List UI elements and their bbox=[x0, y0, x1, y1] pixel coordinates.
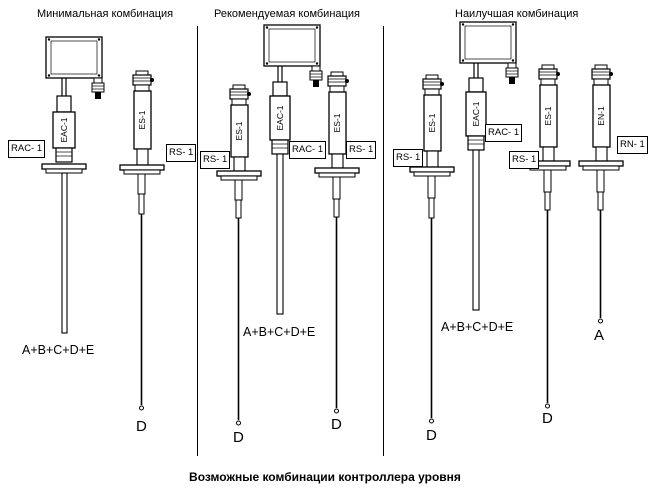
divider-right bbox=[383, 26, 384, 456]
tag-rac-rec: RAC- 1 bbox=[289, 141, 327, 159]
device-es-recommended-right bbox=[314, 71, 360, 414]
letter-d-best-right: D bbox=[542, 410, 553, 427]
tag-rs-rec-left: RS- 1 bbox=[200, 151, 231, 169]
device-label-es-rec-right: ES-1 bbox=[332, 113, 342, 132]
tag-rs-best-left: RS- 1 bbox=[393, 149, 424, 167]
figure-caption: Возможные комбинации контроллера уровня bbox=[189, 470, 461, 484]
device-eac-minimal bbox=[41, 36, 105, 334]
formula-best: A+B+C+D+E bbox=[441, 320, 514, 334]
device-label-en-best: EN-1 bbox=[596, 106, 606, 126]
heading-best: Наилучшая комбинация bbox=[455, 8, 579, 20]
device-es-best-left bbox=[409, 74, 455, 424]
device-label-eac-best: EAC-1 bbox=[471, 101, 481, 126]
divider-left bbox=[197, 26, 198, 456]
letter-a-best: A bbox=[594, 327, 605, 344]
formula-minimal: A+B+C+D+E bbox=[22, 343, 95, 357]
device-es-best-right bbox=[525, 64, 571, 409]
device-label-es-minimal: ES-1 bbox=[137, 110, 147, 129]
heading-recommended: Рекомендуемая комбинация bbox=[214, 8, 360, 20]
tag-rs-minimal: RS- 1 bbox=[166, 144, 197, 162]
letter-d-best-left: D bbox=[426, 427, 437, 444]
device-label-eac-minimal: EAC-1 bbox=[59, 117, 69, 142]
heading-minimal: Минимальная комбинация bbox=[37, 8, 174, 20]
device-es-recommended-left bbox=[216, 84, 262, 426]
tag-rac-best: RAC- 1 bbox=[485, 124, 523, 142]
device-eac-best bbox=[459, 21, 519, 311]
device-label-es-rec-left: ES-1 bbox=[234, 121, 244, 140]
letter-d-rec-left: D bbox=[233, 429, 244, 446]
tag-rac-minimal: RAC- 1 bbox=[8, 140, 46, 158]
device-label-es-best-left: ES-1 bbox=[427, 113, 437, 132]
letter-d-minimal: D bbox=[136, 418, 147, 435]
device-en-best bbox=[578, 64, 624, 324]
tag-rs-best-right: RS- 1 bbox=[509, 151, 540, 169]
device-eac-recommended bbox=[263, 24, 323, 315]
device-es-minimal bbox=[119, 70, 165, 411]
tag-rs-rec-right: RS- 1 bbox=[346, 141, 377, 159]
formula-recommended: A+B+C+D+E bbox=[243, 325, 316, 339]
device-label-es-best-right: ES-1 bbox=[543, 106, 553, 125]
tag-rn-best: RN- 1 bbox=[617, 136, 648, 154]
device-label-eac-rec: EAC-1 bbox=[275, 105, 285, 130]
letter-d-rec-right: D bbox=[331, 416, 342, 433]
